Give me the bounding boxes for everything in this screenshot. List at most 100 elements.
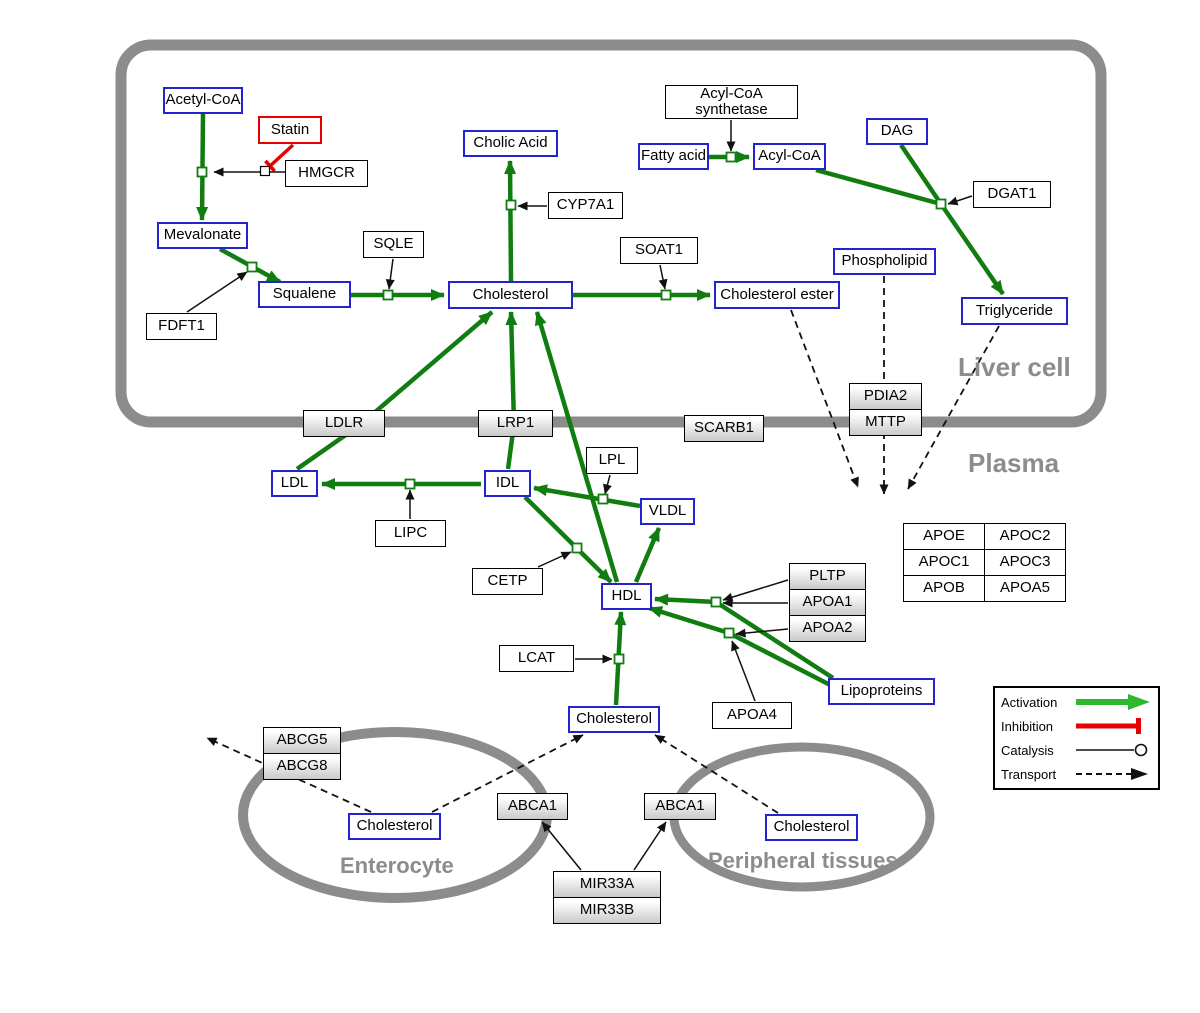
node-cholesterol-plasma[interactable]: Cholesterol — [568, 706, 660, 733]
node-label: Lipoproteins — [840, 682, 923, 700]
node-label: IDL — [495, 474, 520, 492]
node-apoa1[interactable]: APOA1 — [789, 589, 866, 616]
node-label: MTTP — [865, 413, 906, 431]
node-lipoproteins[interactable]: Lipoproteins — [828, 678, 935, 705]
node-label: APOE — [923, 527, 965, 545]
node-label: Cholesterol ester — [720, 285, 834, 303]
node-label: Fatty acid — [640, 147, 707, 165]
node-mevalonate[interactable]: Mevalonate — [157, 222, 248, 249]
node-cyp7a1[interactable]: CYP7A1 — [548, 192, 623, 219]
node-abcg5[interactable]: ABCG5 — [263, 727, 341, 754]
node-acyl-coa-synthetase[interactable]: Acyl-CoA synthetase — [665, 85, 798, 119]
node-label: Squalene — [272, 285, 337, 303]
peripheral-tissues-label: Peripheral tissues — [708, 848, 898, 873]
node-apoa5[interactable]: APOA5 — [984, 575, 1066, 602]
legend-row-catalysis: Catalysis — [1001, 740, 1152, 760]
node-vldl[interactable]: VLDL — [640, 498, 695, 525]
node-apob[interactable]: APOB — [903, 575, 985, 602]
node-hmgcr[interactable]: HMGCR — [285, 160, 368, 187]
enterocyte-label: Enterocyte — [340, 853, 454, 878]
node-dgat1[interactable]: DGAT1 — [973, 181, 1051, 208]
node-ldl[interactable]: LDL — [271, 470, 318, 497]
node-triglyceride[interactable]: Triglyceride — [961, 297, 1068, 325]
plasma-label: Plasma — [968, 448, 1060, 478]
node-sqle[interactable]: SQLE — [363, 231, 424, 258]
node-lcat[interactable]: LCAT — [499, 645, 574, 672]
node-apoc3[interactable]: APOC3 — [984, 549, 1066, 576]
node-label: Acyl-CoA — [758, 147, 821, 165]
node-dag[interactable]: DAG — [866, 118, 928, 145]
node-label: Statin — [270, 120, 310, 138]
edge-soat1-catalysis — [658, 264, 668, 290]
node-mttp[interactable]: MTTP — [849, 409, 922, 436]
legend-activation-label: Activation — [1001, 694, 1058, 710]
node-label: ABCA1 — [655, 797, 705, 815]
node-label: Acetyl-CoA — [165, 91, 241, 109]
catalysis-circle-icon — [1076, 743, 1148, 757]
node-label: Cholesterol — [356, 817, 433, 835]
node-pdia2[interactable]: PDIA2 — [849, 383, 922, 410]
edge-cholesterol-efflux-enterocyte — [431, 734, 584, 813]
node-phospholipid[interactable]: Phospholipid — [833, 248, 936, 275]
edge-hdl-to-cholesterol — [534, 311, 620, 583]
node-abcg8[interactable]: ABCG8 — [263, 753, 341, 780]
node-cholesterol-peripheral[interactable]: Cholesterol — [765, 814, 858, 841]
edge-sqle-catalysis — [385, 258, 395, 290]
node-label: APOA4 — [726, 706, 778, 724]
edge-fdft1-catalysis — [186, 271, 248, 313]
node-mir33a[interactable]: MIR33A — [553, 871, 661, 898]
node-apoe[interactable]: APOE — [903, 523, 985, 550]
node-apoa2[interactable]: APOA2 — [789, 615, 866, 642]
node-label: ABCG8 — [276, 757, 328, 775]
node-cholesterol-liver[interactable]: Cholesterol — [448, 281, 573, 309]
node-label: Acyl-CoA synthetase — [695, 84, 768, 118]
node-hdl[interactable]: HDL — [601, 583, 652, 610]
node-squalene[interactable]: Squalene — [258, 281, 351, 308]
node-label: Cholesterol — [472, 285, 549, 303]
node-cetp[interactable]: CETP — [472, 568, 543, 595]
node-abca1-enterocyte[interactable]: ABCA1 — [497, 793, 568, 820]
reaction-node — [710, 596, 722, 608]
edge-dgat-node-to-triglyceride — [939, 202, 1005, 296]
legend-row-activation: Activation — [1001, 692, 1152, 712]
node-acyl-coa[interactable]: Acyl-CoA — [753, 143, 826, 170]
node-label: CYP7A1 — [556, 196, 615, 214]
node-fatty-acid[interactable]: Fatty acid — [638, 143, 709, 170]
node-cholesterol-enterocyte[interactable]: Cholesterol — [348, 813, 441, 840]
activation-arrow-icon — [1076, 694, 1150, 710]
node-label: LDL — [280, 474, 309, 492]
node-lpl[interactable]: LPL — [586, 447, 638, 474]
node-acetyl-coa[interactable]: Acetyl-CoA — [163, 87, 243, 114]
node-statin[interactable]: Statin — [258, 116, 322, 144]
node-label: MIR33B — [579, 901, 635, 919]
reaction-node — [935, 198, 947, 210]
node-idl[interactable]: IDL — [484, 470, 531, 497]
node-pltp[interactable]: PLTP — [789, 563, 866, 590]
edge-apoa2-catalysis — [735, 628, 789, 638]
node-label: APOC3 — [999, 553, 1051, 571]
edge-apoa4-catalysis — [731, 640, 756, 702]
legend-inhibition-label: Inhibition — [1001, 718, 1054, 734]
node-cholesterol-ester[interactable]: Cholesterol ester — [714, 281, 840, 309]
node-ldlr[interactable]: LDLR — [303, 410, 385, 437]
inhibition-tbar-icon — [1076, 718, 1141, 734]
legend-transport-label: Transport — [1001, 766, 1057, 782]
node-mir33b[interactable]: MIR33B — [553, 897, 661, 924]
reaction-node — [505, 199, 517, 211]
node-apoa4[interactable]: APOA4 — [712, 702, 792, 729]
node-lrp1[interactable]: LRP1 — [478, 410, 553, 437]
node-apoc2[interactable]: APOC2 — [984, 523, 1066, 550]
node-fdft1[interactable]: FDFT1 — [146, 313, 217, 340]
node-apoc1[interactable]: APOC1 — [903, 549, 985, 576]
edge-mir33-to-abca1-enterocyte — [541, 821, 582, 871]
node-soat1[interactable]: SOAT1 — [620, 237, 698, 264]
node-scarb1[interactable]: SCARB1 — [684, 415, 764, 442]
node-lipc[interactable]: LIPC — [375, 520, 446, 547]
edge-hdl-to-vldl — [633, 527, 662, 583]
node-label: VLDL — [648, 502, 687, 520]
node-label: LDLR — [324, 414, 364, 432]
node-cholic-acid[interactable]: Cholic Acid — [463, 130, 558, 157]
node-abca1-peripheral[interactable]: ABCA1 — [644, 793, 716, 820]
node-label: SOAT1 — [634, 241, 684, 259]
